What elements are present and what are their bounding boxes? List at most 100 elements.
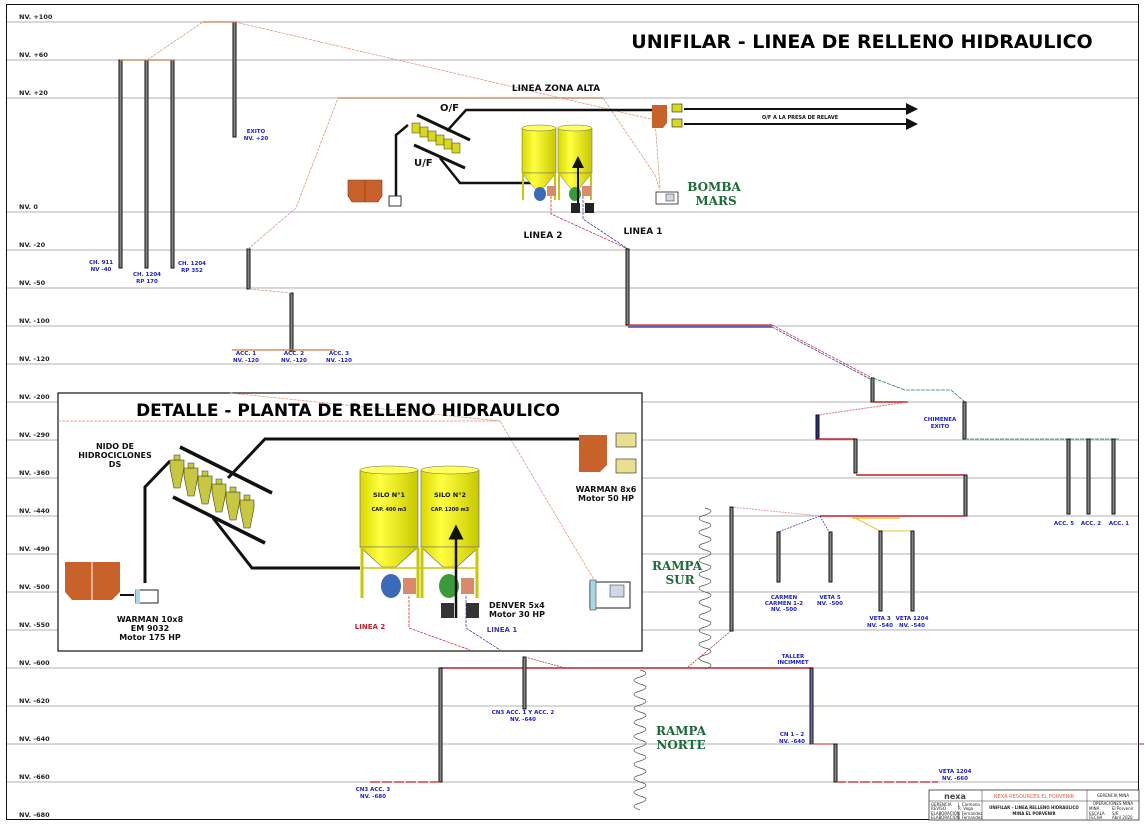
svg-text:UNIFILAR - LINEA RELLENO HIDRA: UNIFILAR - LINEA RELLENO HIDRAULICO <box>989 805 1079 810</box>
level-label: NV. +20 <box>19 89 48 97</box>
svg-text:U/F: U/F <box>414 158 433 169</box>
svg-text:NV. -500: NV. -500 <box>817 601 843 607</box>
svg-text:LINEA 2: LINEA 2 <box>523 231 562 241</box>
detail-silos: SILO N°1 CAP. 400 m3 SILO N°2 CAP. 1200 … <box>359 465 480 618</box>
svg-text:EXITO: EXITO <box>247 129 266 135</box>
svg-text:CAP. 400 m3: CAP. 400 m3 <box>372 507 407 513</box>
svg-text:NEXA RESOURCES EL PORVENIR: NEXA RESOURCES EL PORVENIR <box>994 794 1075 800</box>
hydrocyclone-cap <box>229 486 237 493</box>
level-label: NV. -600 <box>19 659 50 667</box>
svg-text:DENVER 5x4: DENVER 5x4 <box>489 601 545 610</box>
svg-text:RAMPA: RAMPA <box>652 559 703 573</box>
svg-text:CH. 911: CH. 911 <box>89 260 113 266</box>
svg-text:RAMPA: RAMPA <box>656 724 707 738</box>
svg-text:FECHA: FECHA <box>1089 815 1103 820</box>
svg-text:TALLER: TALLER <box>782 654 805 660</box>
main-title: UNIFILAR - LINEA DE RELLENO HIDRAULICO <box>631 31 1092 53</box>
detail-hydrocyclones <box>169 454 255 529</box>
level-label: NV. -620 <box>19 697 50 705</box>
svg-text:LINEA 2: LINEA 2 <box>355 623 386 631</box>
level-label: NV. -200 <box>19 393 50 401</box>
svg-text:GERENCIA MINA: GERENCIA MINA <box>1097 793 1130 798</box>
level-label: NV. -360 <box>19 469 50 477</box>
svg-text:MARS: MARS <box>695 194 736 208</box>
svg-text:ACC. 2: ACC. 2 <box>284 351 304 357</box>
svg-text:Motor 50 HP: Motor 50 HP <box>578 494 634 503</box>
hydrocyclone-cap <box>243 494 251 501</box>
shaft-exito <box>232 21 237 138</box>
svg-text:J. Fernandez: J. Fernandez <box>957 815 982 820</box>
of-pump-1-icon <box>671 103 683 113</box>
of-tank <box>652 105 667 128</box>
svg-text:SILO N°2: SILO N°2 <box>434 491 466 499</box>
level-label: NV. +60 <box>19 51 48 59</box>
svg-text:CH. 1204: CH. 1204 <box>178 261 206 267</box>
detail-bomba-mars-icon <box>589 579 631 611</box>
detail-of-tank <box>579 435 607 472</box>
rampa-coil <box>633 669 647 811</box>
level-label: NV. -500 <box>19 583 50 591</box>
hydrocyclone-cap <box>215 478 223 485</box>
svg-text:VETA 1204: VETA 1204 <box>896 616 929 622</box>
svg-text:RP 352: RP 352 <box>181 268 203 274</box>
title-block: nexa NEXA RESOURCES EL PORVENIR GERENCIA… <box>928 789 1140 821</box>
svg-text:SILO N°1: SILO N°1 <box>373 491 405 499</box>
upper-pump-icon <box>388 195 402 207</box>
level-label: NV. -660 <box>19 773 50 781</box>
svg-text:EXITO: EXITO <box>931 424 950 430</box>
svg-text:CHIMENEA: CHIMENEA <box>924 417 957 423</box>
svg-text:NV. -680: NV. -680 <box>360 794 386 800</box>
svg-text:NV. -500: NV. -500 <box>771 607 797 613</box>
svg-text:DS: DS <box>109 460 122 469</box>
upper-shafts <box>118 21 294 352</box>
warman-8x6-pump-1-icon <box>615 432 637 448</box>
svg-text:MINA EL PORVENIR: MINA EL PORVENIR <box>1012 811 1055 816</box>
upper-hydrocyclones <box>411 122 461 154</box>
svg-text:WARMAN 10x8: WARMAN 10x8 <box>117 615 184 624</box>
hydrocyclone <box>239 499 255 529</box>
bomba-mars-icon <box>655 191 679 205</box>
svg-text:HIDROCICLONES: HIDROCICLONES <box>78 451 152 460</box>
svg-text:O/F: O/F <box>440 103 459 114</box>
svg-text:CN3 ACC. 3: CN3 ACC. 3 <box>356 787 391 793</box>
upper-shaft-labels: CH. 911 NV -40 CH. 1204 RP 170 CH. 1204 … <box>89 129 352 364</box>
svg-text:O/F A LA PRESA DE RELAVE: O/F A LA PRESA DE RELAVE <box>762 115 839 121</box>
shaft-nv50 <box>289 292 294 352</box>
hydrocyclone-cap <box>201 470 209 477</box>
svg-text:ESCALA: ESCALA <box>1089 811 1105 816</box>
level-label: NV. -290 <box>19 431 50 439</box>
svg-text:R. Vega: R. Vega <box>958 806 974 811</box>
svg-text:CARMEN: CARMEN <box>771 595 798 601</box>
level-label: NV. -680 <box>19 811 50 819</box>
svg-text:NV. -660: NV. -660 <box>942 776 968 782</box>
svg-text:BOMBA: BOMBA <box>687 180 741 194</box>
shaft-ch911 <box>118 59 123 269</box>
svg-text:VETA 5: VETA 5 <box>819 595 841 601</box>
svg-text:MINA: MINA <box>1089 806 1100 811</box>
level-label: NV. -20 <box>19 241 46 249</box>
level-label: NV. 0 <box>19 203 38 211</box>
hydrocyclone-cap <box>173 454 181 461</box>
warman-10x8-icon <box>135 589 159 604</box>
svg-text:NV. -120: NV. -120 <box>326 358 352 364</box>
svg-text:ACC. 1: ACC. 1 <box>236 351 256 357</box>
svg-text:NIDO DE: NIDO DE <box>96 442 134 451</box>
lower-labels: CHIMENEA EXITO ACC. 5 ACC. 2 ACC. 1 CARM… <box>356 417 1130 800</box>
upper-dashed-links <box>146 21 661 294</box>
svg-text:VETA 3: VETA 3 <box>869 616 891 622</box>
svg-text:El Porvenir: El Porvenir <box>1112 806 1134 811</box>
level-label: NV. -120 <box>19 355 50 363</box>
shaft-ch1204-rp170 <box>144 59 149 269</box>
level-label: NV. -100 <box>19 317 50 325</box>
warman-8x6-pump-2-icon <box>615 458 637 474</box>
level-label: NV. +100 <box>19 13 53 21</box>
hydrocyclone <box>197 475 213 505</box>
svg-text:NV. -120: NV. -120 <box>233 358 259 364</box>
svg-text:NV. +20: NV. +20 <box>244 136 269 142</box>
level-label: NV. -50 <box>19 279 46 287</box>
svg-text:CN 1 - 2: CN 1 - 2 <box>780 732 804 738</box>
svg-text:ACC. 2: ACC. 2 <box>1081 521 1101 527</box>
hydrocyclone-cap <box>187 462 195 469</box>
svg-text:LINEA 1: LINEA 1 <box>623 227 662 237</box>
